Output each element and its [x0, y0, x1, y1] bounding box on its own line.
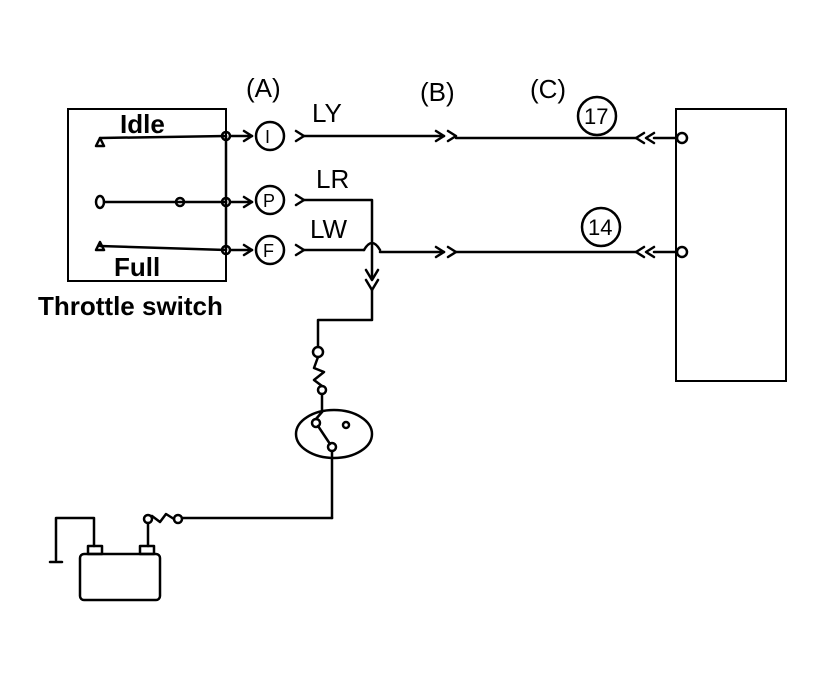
main-fuse-element [150, 512, 176, 524]
wire-lw: LW [294, 214, 678, 259]
power-lead-arrow [242, 195, 254, 209]
ly-connector-c-arrow-2 [644, 131, 656, 145]
pin-f-circle [254, 234, 286, 266]
full-lead-arrow [242, 243, 254, 257]
lr-to-fuse [316, 288, 374, 348]
lr-arrow-down-2 [364, 278, 380, 292]
pin-i-circle [254, 120, 286, 152]
connector-a-label: (A) [246, 73, 281, 103]
battery-body [78, 552, 162, 602]
lw-label: LW [310, 214, 348, 244]
ignition-lever [316, 424, 332, 446]
lr-segment [302, 198, 374, 280]
ecu-pin-14 [675, 245, 689, 259]
wire-lr: LR [294, 164, 380, 348]
ly-connector-b-arrow [434, 129, 446, 143]
battery-ground-lead [54, 516, 96, 562]
ignition-switch [294, 408, 374, 520]
throttle-switch: Idle Full Throttle switch [38, 108, 232, 321]
terminal-14-circle [580, 206, 622, 248]
ignition-switch-body [294, 408, 374, 460]
pin-p-circle [254, 184, 286, 216]
idle-contact-line [98, 134, 228, 140]
lr-label: LR [316, 164, 349, 194]
terminal-17-label: 17 [584, 104, 608, 129]
pin-f-label: F [263, 241, 274, 261]
ly-label: LY [312, 98, 342, 128]
lw-connector-c-arrow [634, 245, 646, 259]
fuse-top-terminal [311, 345, 325, 359]
lw-connector-b-arrow [434, 245, 446, 259]
terminal-17-circle [576, 95, 618, 137]
idle-label: Idle [120, 109, 165, 139]
lw-crossover [362, 241, 382, 252]
ecu-pin-17 [675, 131, 689, 145]
wire-ly: LY [294, 98, 678, 145]
lw-connector-c-arrow-2 [644, 245, 656, 259]
control-unit-box [675, 108, 787, 382]
connector-c-label: (C) [530, 74, 566, 104]
pin-p-label: P [263, 191, 275, 211]
full-label: Full [114, 252, 160, 282]
battery-circuit [48, 512, 334, 602]
battery-negative-post [86, 544, 104, 556]
fuse-element [312, 355, 326, 388]
ly-connector-c-arrow [634, 131, 646, 145]
battery-positive-post [138, 544, 156, 556]
throttle-switch-caption: Throttle switch [38, 291, 223, 321]
ignition-contact-2 [341, 420, 351, 430]
pin-i-label: I [265, 127, 270, 147]
idle-contact-triangle [94, 136, 106, 148]
power-contact-mid [174, 196, 186, 208]
terminal-14-label: 14 [588, 215, 612, 240]
full-contact-line [98, 244, 228, 252]
ignition-input-lead [314, 410, 324, 421]
connector-b-label: (B) [420, 77, 455, 107]
lr-arrow-down-1 [364, 268, 380, 282]
ly-connector-b-arrow-2 [446, 129, 458, 143]
idle-lead-arrow [242, 129, 254, 143]
fuse [311, 345, 328, 414]
